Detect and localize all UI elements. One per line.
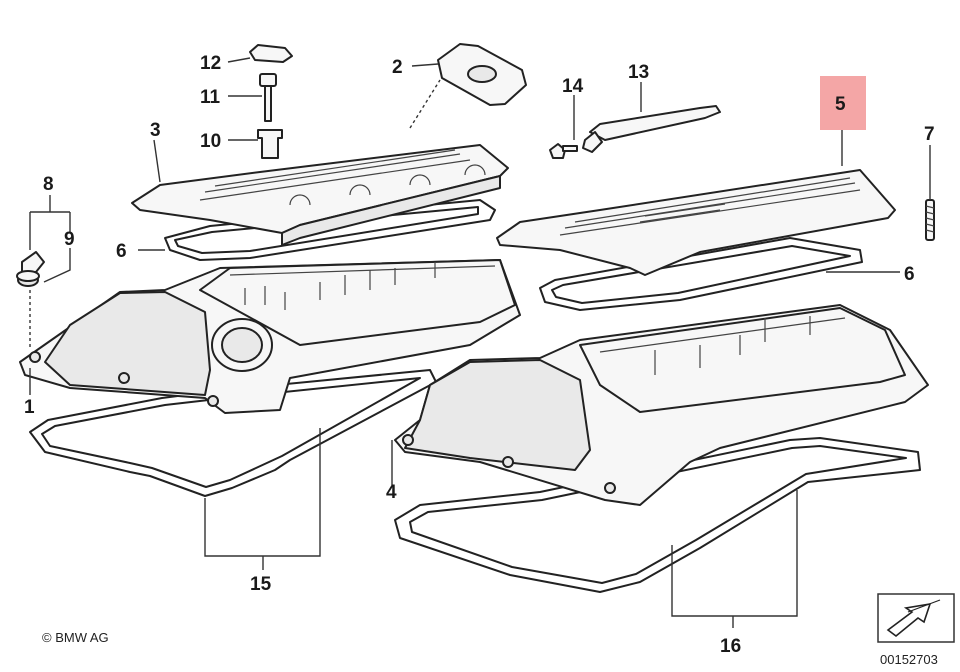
nut-clip	[249, 44, 293, 63]
callout-4: 4	[386, 482, 397, 503]
left-cover-plate	[131, 144, 509, 246]
callout-12: 12	[200, 53, 221, 74]
callout-6-right: 6	[904, 264, 915, 285]
rubber-grommet	[437, 43, 527, 106]
stud-7	[925, 199, 935, 241]
callout-13: 13	[628, 62, 649, 83]
copyright-text: © BMW AG	[42, 630, 109, 645]
callout-8: 8	[43, 174, 54, 195]
left-valve-cover	[19, 259, 521, 414]
arrow-direction-icon	[877, 593, 955, 643]
ground-strap	[582, 105, 721, 153]
bolt-14	[549, 143, 578, 159]
oil-filler-cap	[16, 251, 45, 287]
callout-10: 10	[200, 131, 221, 152]
stud-bolts-left	[244, 262, 436, 310]
hex-bolt	[259, 73, 277, 122]
callout-14: 14	[562, 76, 584, 97]
diagram-number: 00152703	[880, 652, 938, 667]
sleeve	[257, 129, 283, 159]
callout-15: 15	[250, 574, 272, 595]
callout-3: 3	[150, 120, 161, 141]
callout-9: 9	[64, 229, 75, 250]
callout-16: 16	[720, 636, 741, 657]
callout-6-left: 6	[116, 241, 127, 262]
right-valve-cover	[394, 304, 929, 506]
callout-7: 7	[924, 124, 935, 145]
right-cover-plate	[496, 169, 896, 276]
stud-bolts-right	[654, 316, 811, 375]
callout-5-highlight	[820, 76, 866, 130]
callout-5: 5	[835, 94, 846, 115]
callout-2: 2	[392, 57, 403, 78]
left-lower-gasket	[29, 369, 437, 497]
callout-1: 1	[24, 397, 35, 418]
callout-11: 11	[200, 87, 221, 108]
callout-labels: 12 11 10 2 3 8 9 6 1 4 15 14 13 5 7 6 16	[24, 53, 935, 657]
